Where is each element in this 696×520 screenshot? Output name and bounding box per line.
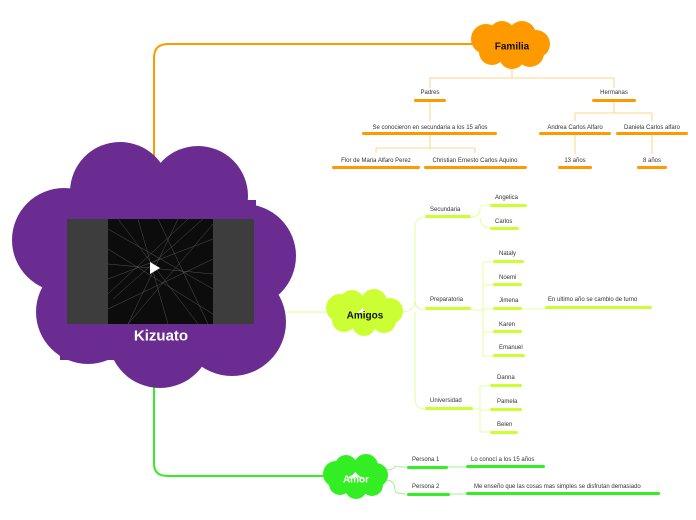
mother-name: Christian Ernesto Carlos Aquino xyxy=(432,158,518,164)
jimena-note-underline xyxy=(545,306,652,309)
friend-danna-underline xyxy=(490,384,522,387)
universidad-underline xyxy=(425,407,473,410)
video-thumbnail[interactable] xyxy=(67,219,254,324)
friend-jimena-underline xyxy=(493,307,522,310)
friend-jimena: Jimena xyxy=(499,298,519,304)
friend-angelica: Angelica xyxy=(495,195,519,201)
secundaria-label: Secundaria xyxy=(430,207,461,213)
friend-emanuel: Emanuel xyxy=(499,345,523,351)
amigos-title[interactable]: Amigos xyxy=(346,310,384,322)
friend-noemi-underline xyxy=(493,283,522,286)
persona-1-underline xyxy=(407,466,448,469)
persona-1-label: Persona 1 xyxy=(412,457,440,463)
hermana-2-underline xyxy=(616,132,688,135)
friend-belen: Belen xyxy=(497,422,513,428)
preparatoria-underline xyxy=(425,307,471,310)
mother-underline xyxy=(424,166,527,169)
friend-karen-underline xyxy=(493,330,522,333)
persona-1-note: Lo conocí a los 15 años xyxy=(471,457,535,463)
persona-2-note-underline xyxy=(466,492,660,495)
video-frame xyxy=(108,219,213,324)
play-icon[interactable] xyxy=(150,262,160,274)
persona-2-note: Me enseño que las cosas mas simples se d… xyxy=(474,484,641,490)
hermana-2-name: Daniela Carlos alfaro xyxy=(623,125,681,131)
preparatoria-label: Preparatoria xyxy=(430,297,464,303)
friend-belen-underline xyxy=(490,431,518,434)
friend-angelica-underline xyxy=(490,204,527,207)
friend-noemi: Noemi xyxy=(499,275,517,281)
father-underline xyxy=(332,166,420,169)
familia-cloud-shape xyxy=(471,21,550,69)
persona-1-note-underline xyxy=(466,465,545,468)
connector-root-familia xyxy=(153,43,472,160)
connector-root-amor xyxy=(153,385,326,477)
padres-note: Se conocieron en secundaria a los 15 año… xyxy=(372,125,488,131)
amigos-connectors xyxy=(399,204,545,433)
hermana-1-underline xyxy=(539,132,611,135)
hermana-1-age-underline xyxy=(558,166,592,169)
friend-karen: Karen xyxy=(499,322,516,328)
friend-nataly: Nataly xyxy=(499,251,517,257)
father-name: Flor de Maria Alfaro Perez xyxy=(341,158,411,164)
hermana-2-age: 8 años xyxy=(642,158,662,164)
friend-carlos: Carlos xyxy=(495,219,513,225)
video-noise-lines xyxy=(108,219,213,324)
familia-title[interactable]: Familia xyxy=(494,41,530,53)
amigos-cloud-shape xyxy=(326,289,403,336)
padres-label: Padres xyxy=(420,90,440,96)
jimena-note: En ultimo año se cambio de turno xyxy=(548,297,638,303)
friend-emanuel-underline xyxy=(493,354,525,357)
friend-nataly-underline xyxy=(493,260,524,263)
universidad-label: Universidad xyxy=(430,398,462,404)
amor-title[interactable]: Amor xyxy=(342,474,370,486)
root-title: Kizuato xyxy=(133,327,189,345)
persona-2-underline xyxy=(407,493,450,496)
persona-2-label: Persona 2 xyxy=(412,484,440,490)
hermanas-label: Hermanas xyxy=(600,90,628,96)
hermana-1-age: 13 años xyxy=(564,158,586,164)
friend-carlos-underline xyxy=(490,227,519,230)
amor-connectors xyxy=(384,465,466,495)
friend-danna: Danna xyxy=(497,375,515,381)
friend-pamela: Pamela xyxy=(497,399,518,405)
friend-pamela-underline xyxy=(490,408,522,411)
familia-connectors xyxy=(375,62,653,154)
hermana-2-age-underline xyxy=(637,166,667,169)
padres-note-underline xyxy=(362,132,497,135)
padres-underline xyxy=(414,99,446,102)
hermana-1-name: Andrea Carlos Alfaro xyxy=(547,125,603,131)
amor-cloud-shape xyxy=(323,454,388,499)
secundaria-underline xyxy=(425,215,471,218)
hermanas-underline xyxy=(592,99,636,102)
